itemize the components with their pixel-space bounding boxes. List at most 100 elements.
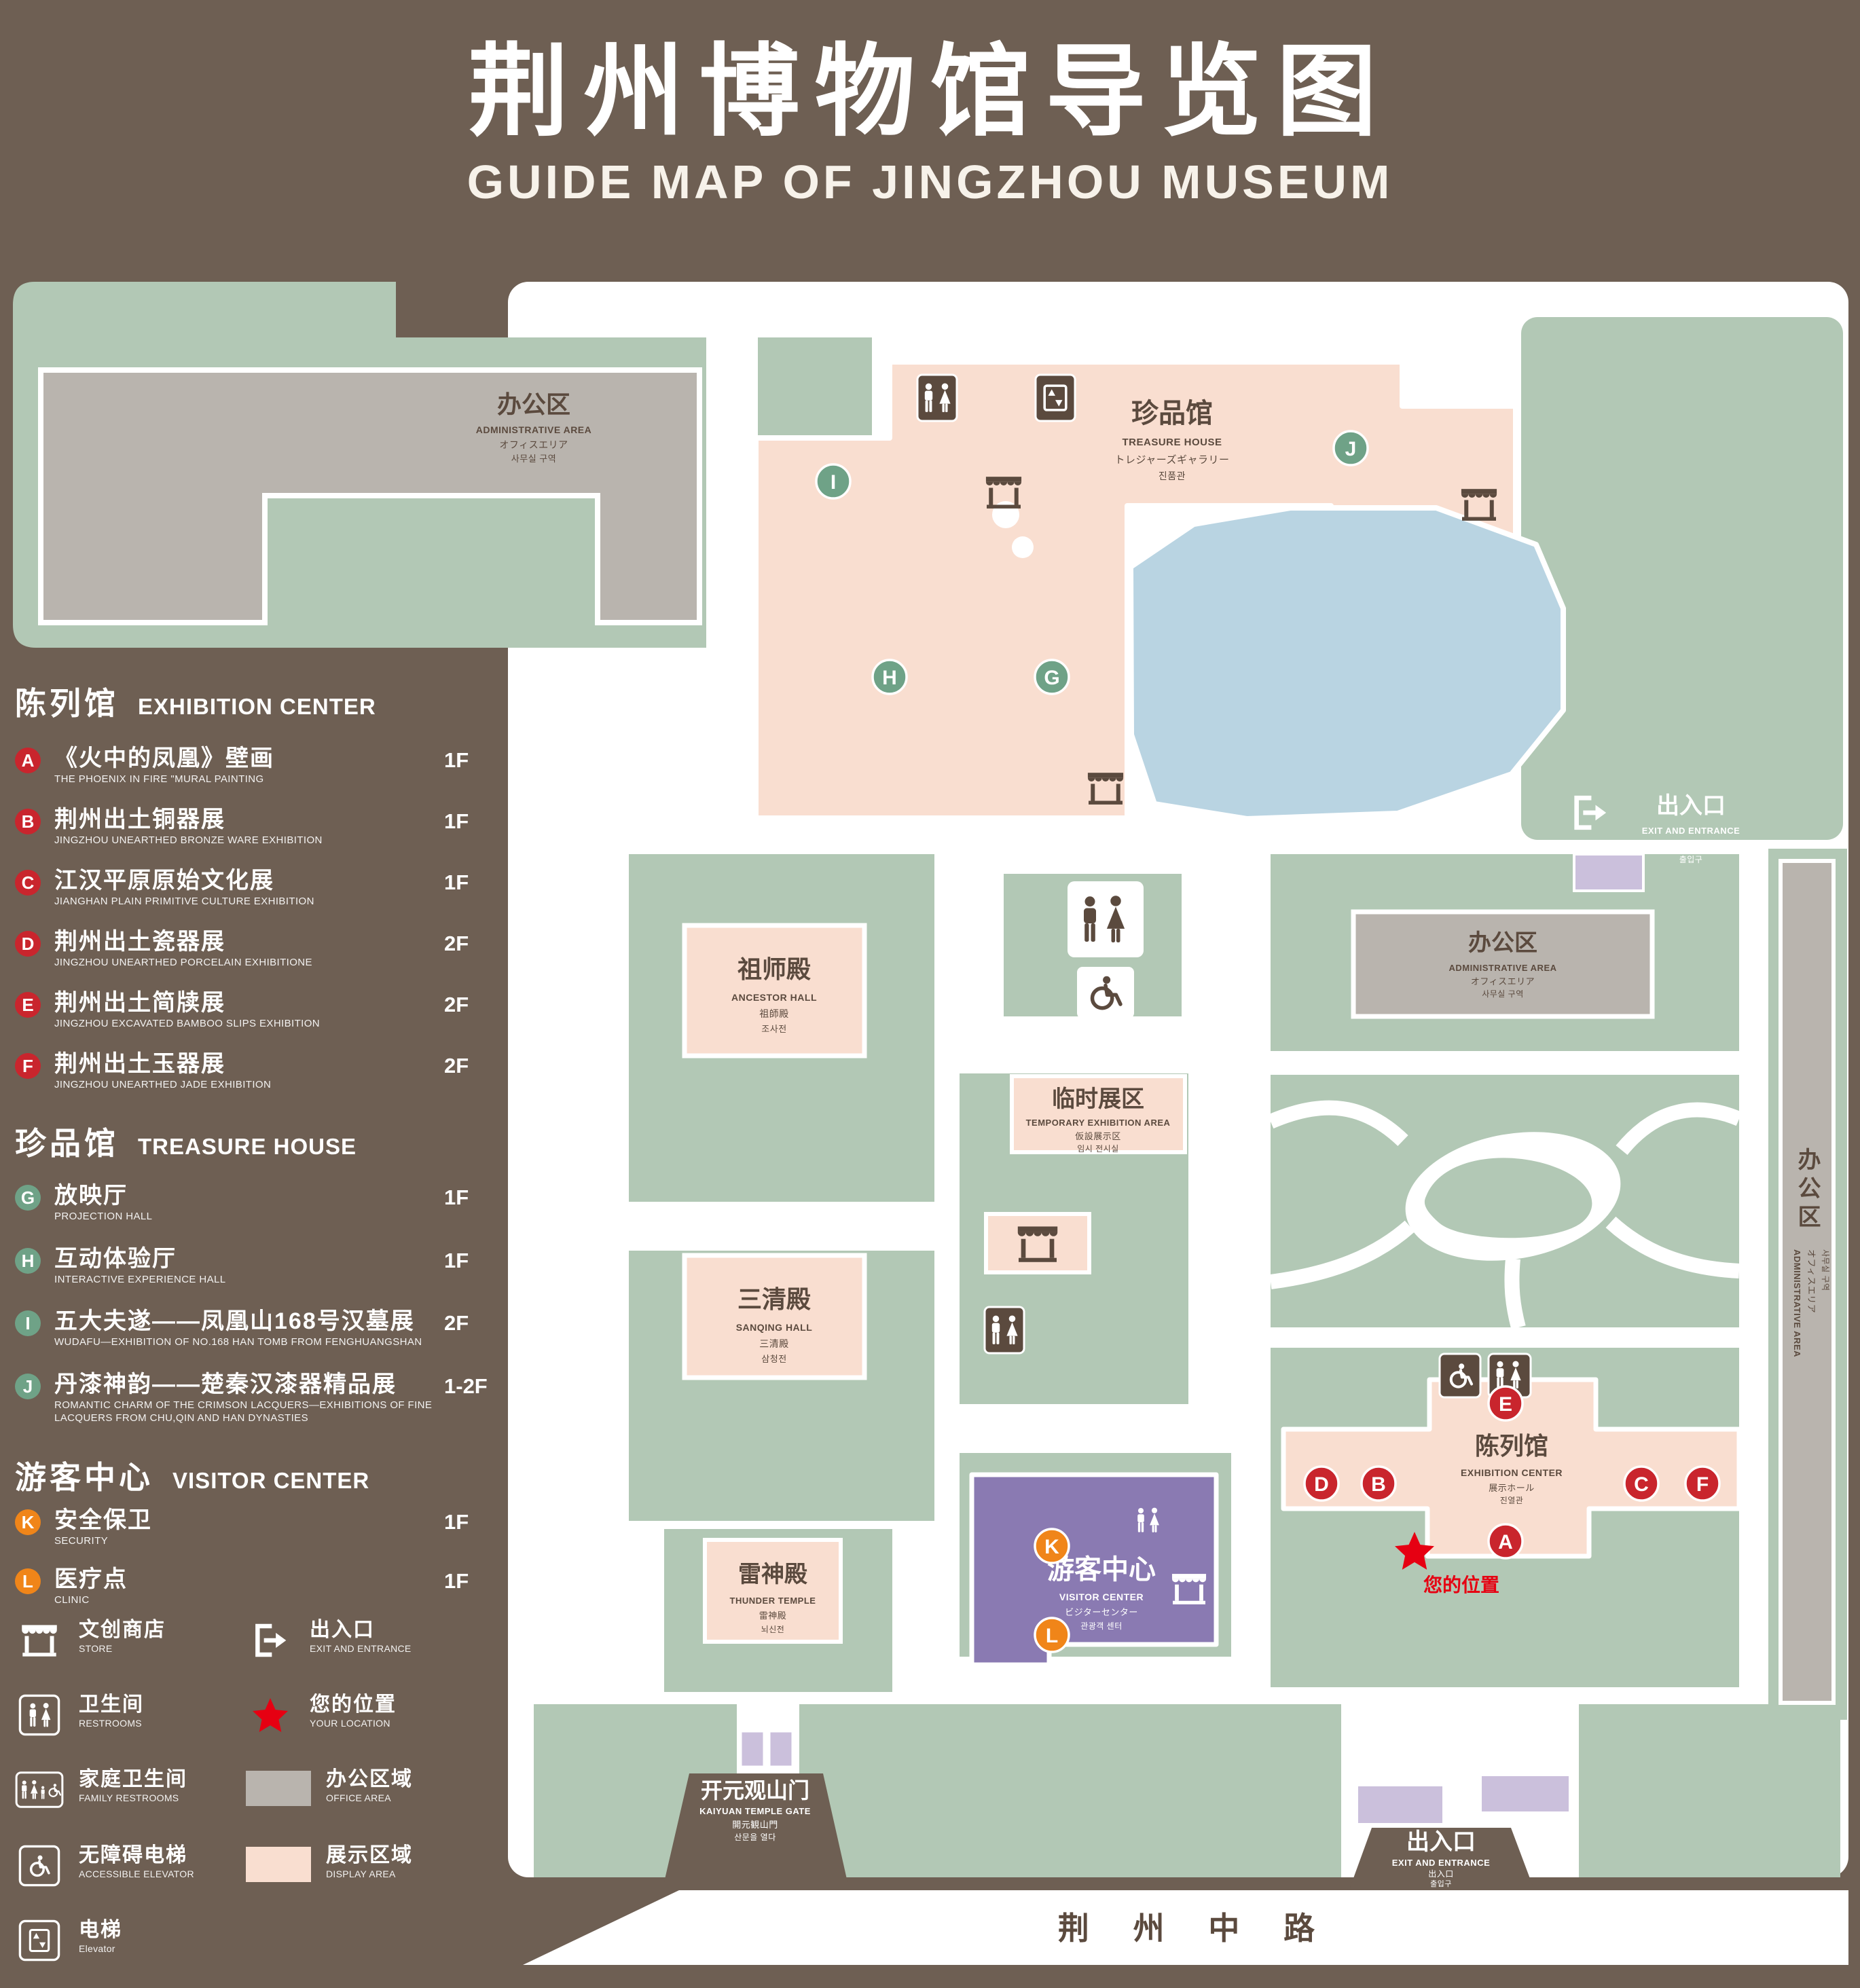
map-icons xyxy=(916,373,1606,1604)
svg-text:ANCESTOR HALL: ANCESTOR HALL xyxy=(731,992,817,1003)
legend-panel: 陈列馆 EXHIBITION CENTER A 《火中的凤凰》壁画 THE PH… xyxy=(15,679,521,1976)
svg-text:C: C xyxy=(1634,1473,1649,1496)
svg-text:三清殿: 三清殿 xyxy=(759,1338,789,1349)
svg-text:雷神殿: 雷神殿 xyxy=(738,1562,807,1587)
gate-block-northeast xyxy=(1573,853,1645,892)
marker-E: E xyxy=(1487,1385,1524,1422)
svg-text:ADMINISTRATIVE AREA: ADMINISTRATIVE AREA xyxy=(1449,963,1557,973)
road xyxy=(523,1890,1848,1965)
item-name-zh: 医疗点 xyxy=(54,1566,128,1592)
item-name-en: INTERACTIVE EXPERIENCE HALL xyxy=(54,1274,226,1285)
svg-text:B: B xyxy=(1371,1473,1386,1496)
badge-E: E xyxy=(15,992,41,1018)
item-name-en: JIANGHAN PLAIN PRIMITIVE CULTURE EXHIBIT… xyxy=(54,896,314,907)
gate-block-south xyxy=(1355,1784,1445,1826)
legend-item-B: B 荆州出土铜器展 JINGZHOU UNEARTHED BRONZE WARE… xyxy=(15,805,517,865)
svg-text:开元观山门: 开元观山门 xyxy=(701,1778,809,1803)
svg-text:ADMINISTRATIVE AREA: ADMINISTRATIVE AREA xyxy=(1792,1249,1802,1357)
legend-item-I: I 五大夫遂——凤凰山168号汉墓展 WUDAFU—EXHIBITION OF … xyxy=(15,1307,517,1367)
restroom-icon xyxy=(15,1691,64,1740)
item-floor: 2F xyxy=(444,1311,469,1335)
label-admin-east-strip: 办公区 ADMINISTRATIVE AREA オフィスエリア 사무실 구역 xyxy=(1792,1147,1830,1357)
marker-K: K xyxy=(1034,1528,1070,1564)
item-name-zh: 荆州出土铜器展 xyxy=(54,807,225,832)
building-exhibition-center xyxy=(1281,1377,1742,1559)
svg-text:사무실 구역: 사무실 구역 xyxy=(1821,1249,1830,1291)
exit-icon xyxy=(246,1616,295,1665)
svg-text:사무실 구역: 사무실 구역 xyxy=(1482,989,1524,999)
svg-text:临时展区: 临时展区 xyxy=(1052,1086,1144,1112)
label-treasure-house: 珍品馆 TREASURE HOUSE トレジャーズギャラリー 진품관 xyxy=(1114,399,1229,481)
marker-D: D xyxy=(1303,1465,1340,1502)
svg-text:KAIYUAN TEMPLE GATE: KAIYUAN TEMPLE GATE xyxy=(699,1806,811,1816)
item-floor: 1F xyxy=(444,748,469,772)
section-title-zh: 陈列馆 xyxy=(15,686,119,721)
item-name-zh: 荆州出土简牍展 xyxy=(54,990,225,1016)
item-name-en: ROMANTIC CHARM OF THE CRIMSON LACQUERS—E… xyxy=(54,1399,433,1424)
marker-F: F xyxy=(1684,1465,1721,1502)
label-exit-south: 出入口 EXIT AND ENTRANCE 出入口 출입구 xyxy=(1392,1829,1490,1888)
svg-text:산문을 열다: 산문을 열다 xyxy=(734,1833,776,1842)
legend-item-K: K 安全保卫 SECURITY 1F xyxy=(15,1506,517,1566)
svg-text:진열관: 진열관 xyxy=(1500,1496,1524,1505)
svg-text:VISITOR CENTER: VISITOR CENTER xyxy=(1059,1591,1144,1602)
label-exit-northeast: 出入口 EXIT AND ENTRANCE 出入口 출입구 xyxy=(1642,793,1740,864)
svg-text:オフィスエリア: オフィスエリア xyxy=(1471,976,1535,987)
item-name-zh: 安全保卫 xyxy=(54,1507,152,1533)
restroom-icon xyxy=(1068,881,1144,957)
svg-text:SANQING HALL: SANQING HALL xyxy=(736,1322,813,1333)
label-road: 荆 州 中 路 xyxy=(1058,1911,1332,1946)
svg-text:出入口: 出入口 xyxy=(1677,841,1705,851)
building-admin-northwest xyxy=(38,367,702,625)
legend-item-D: D 荆州出土瓷器展 JINGZHOU UNEARTHED PORCELAIN E… xyxy=(15,927,517,987)
legend-item-H: H 互动体验厅 INTERACTIVE EXPERIENCE HALL 1F xyxy=(15,1245,517,1304)
svg-text:办公区: 办公区 xyxy=(1794,1147,1821,1233)
svg-text:祖師殿: 祖師殿 xyxy=(759,1008,789,1019)
svg-text:ADMINISTRATIVE AREA: ADMINISTRATIVE AREA xyxy=(476,424,592,435)
item-name-zh: 互动体验厅 xyxy=(54,1246,177,1272)
legend-item-A: A 《火中的凤凰》壁画 THE PHOENIX IN FIRE "MURAL P… xyxy=(15,744,517,804)
marker-H: H xyxy=(871,659,908,695)
svg-text:출입구: 출입구 xyxy=(1430,1879,1452,1888)
item-name-en: CLINIC xyxy=(54,1594,90,1606)
svg-text:EXIT AND ENTRANCE: EXIT AND ENTRANCE xyxy=(1642,826,1740,836)
accessible-elevator-icon xyxy=(1438,1352,1482,1399)
item-name-en: JINGZHOU EXCAVATED BAMBOO SLIPS EXHIBITI… xyxy=(54,1018,321,1029)
svg-text:F: F xyxy=(1696,1473,1709,1496)
section-title-zh: 珍品馆 xyxy=(15,1126,119,1161)
legend-section-exhibition-center: 陈列馆 EXHIBITION CENTER xyxy=(15,679,376,724)
deco-circle xyxy=(1012,536,1034,558)
svg-text:出入口: 出入口 xyxy=(1406,1829,1476,1855)
badge-H: H xyxy=(15,1248,41,1274)
svg-text:관광객 센터: 관광객 센터 xyxy=(1080,1621,1123,1631)
building-ancestor-hall xyxy=(682,923,867,1059)
badge-A: A xyxy=(15,748,41,773)
item-name-en: SECURITY xyxy=(54,1535,109,1547)
marker-C: C xyxy=(1623,1465,1660,1502)
label-admin-northwest: 办公区 ADMINISTRATIVE AREA オフィスエリア 사무실 구역 xyxy=(476,390,592,464)
badge-F: F xyxy=(15,1053,41,1079)
page-title: 荆州博物馆导览图 xyxy=(468,36,1392,148)
svg-text:祖师殿: 祖师殿 xyxy=(737,955,811,983)
garden-paths xyxy=(1267,1100,1743,1329)
svg-text:E: E xyxy=(1499,1393,1512,1416)
legend-item-L: L 医疗点 CLINIC 1F xyxy=(15,1565,517,1625)
item-floor: 2F xyxy=(444,993,469,1016)
item-floor: 1F xyxy=(444,1249,469,1272)
svg-text:出入口: 出入口 xyxy=(1428,1869,1454,1879)
accessible-restroom-icon xyxy=(1077,967,1134,1018)
marker-G: G xyxy=(1034,659,1070,695)
item-floor: 1F xyxy=(444,870,469,894)
svg-text:トレジャーズギャラリー: トレジャーズギャラリー xyxy=(1114,454,1229,466)
svg-text:TREASURE HOUSE: TREASURE HOUSE xyxy=(1122,437,1222,448)
building-thunder-temple xyxy=(703,1538,843,1644)
svg-text:삼청전: 삼청전 xyxy=(761,1354,786,1364)
legend-item-G: G 放映厅 PROJECTION HALL 1F xyxy=(15,1181,517,1241)
